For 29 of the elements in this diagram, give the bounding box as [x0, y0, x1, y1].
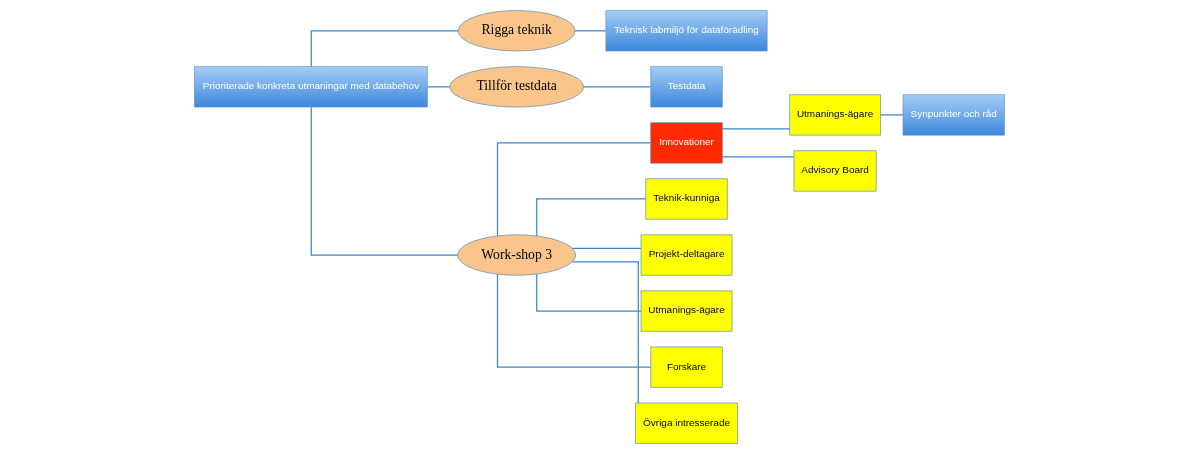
node-ellipse: Tillför testdata — [448, 66, 584, 108]
connector — [310, 30, 459, 68]
connector — [582, 86, 651, 88]
node-box: Testdata — [649, 66, 723, 108]
connector — [571, 261, 639, 404]
connector — [496, 142, 651, 237]
node-ellipse: Work-shop 3 — [456, 234, 576, 276]
connector — [535, 273, 642, 312]
connector — [310, 106, 458, 256]
connector — [721, 128, 790, 130]
connector — [879, 114, 903, 116]
connector — [535, 198, 646, 237]
node-box: Advisory Board — [793, 150, 876, 192]
connector — [721, 156, 795, 158]
connector — [426, 86, 450, 88]
connector — [496, 273, 651, 368]
node-box: Övriga intresserade — [634, 402, 738, 444]
node-box: Utmanings-ägare — [640, 290, 732, 332]
node-box: Teknisk labmiljö för dataförädling — [605, 10, 767, 52]
connector — [574, 30, 606, 32]
node-box: Projekt-deltagare — [640, 234, 732, 276]
node-box: Innovationer — [649, 122, 723, 164]
node-box: Forskare — [649, 346, 723, 388]
node-box: Synpunkter och råd — [902, 94, 1005, 136]
node-ellipse: Rigga teknik — [457, 10, 575, 52]
node-box: Utmanings-ägare — [788, 94, 881, 136]
node-box: Teknik-kunniga — [644, 178, 728, 220]
node-box: Prioriterade konkreta utmaningar med databehov — [193, 66, 428, 108]
connector — [571, 247, 641, 249]
